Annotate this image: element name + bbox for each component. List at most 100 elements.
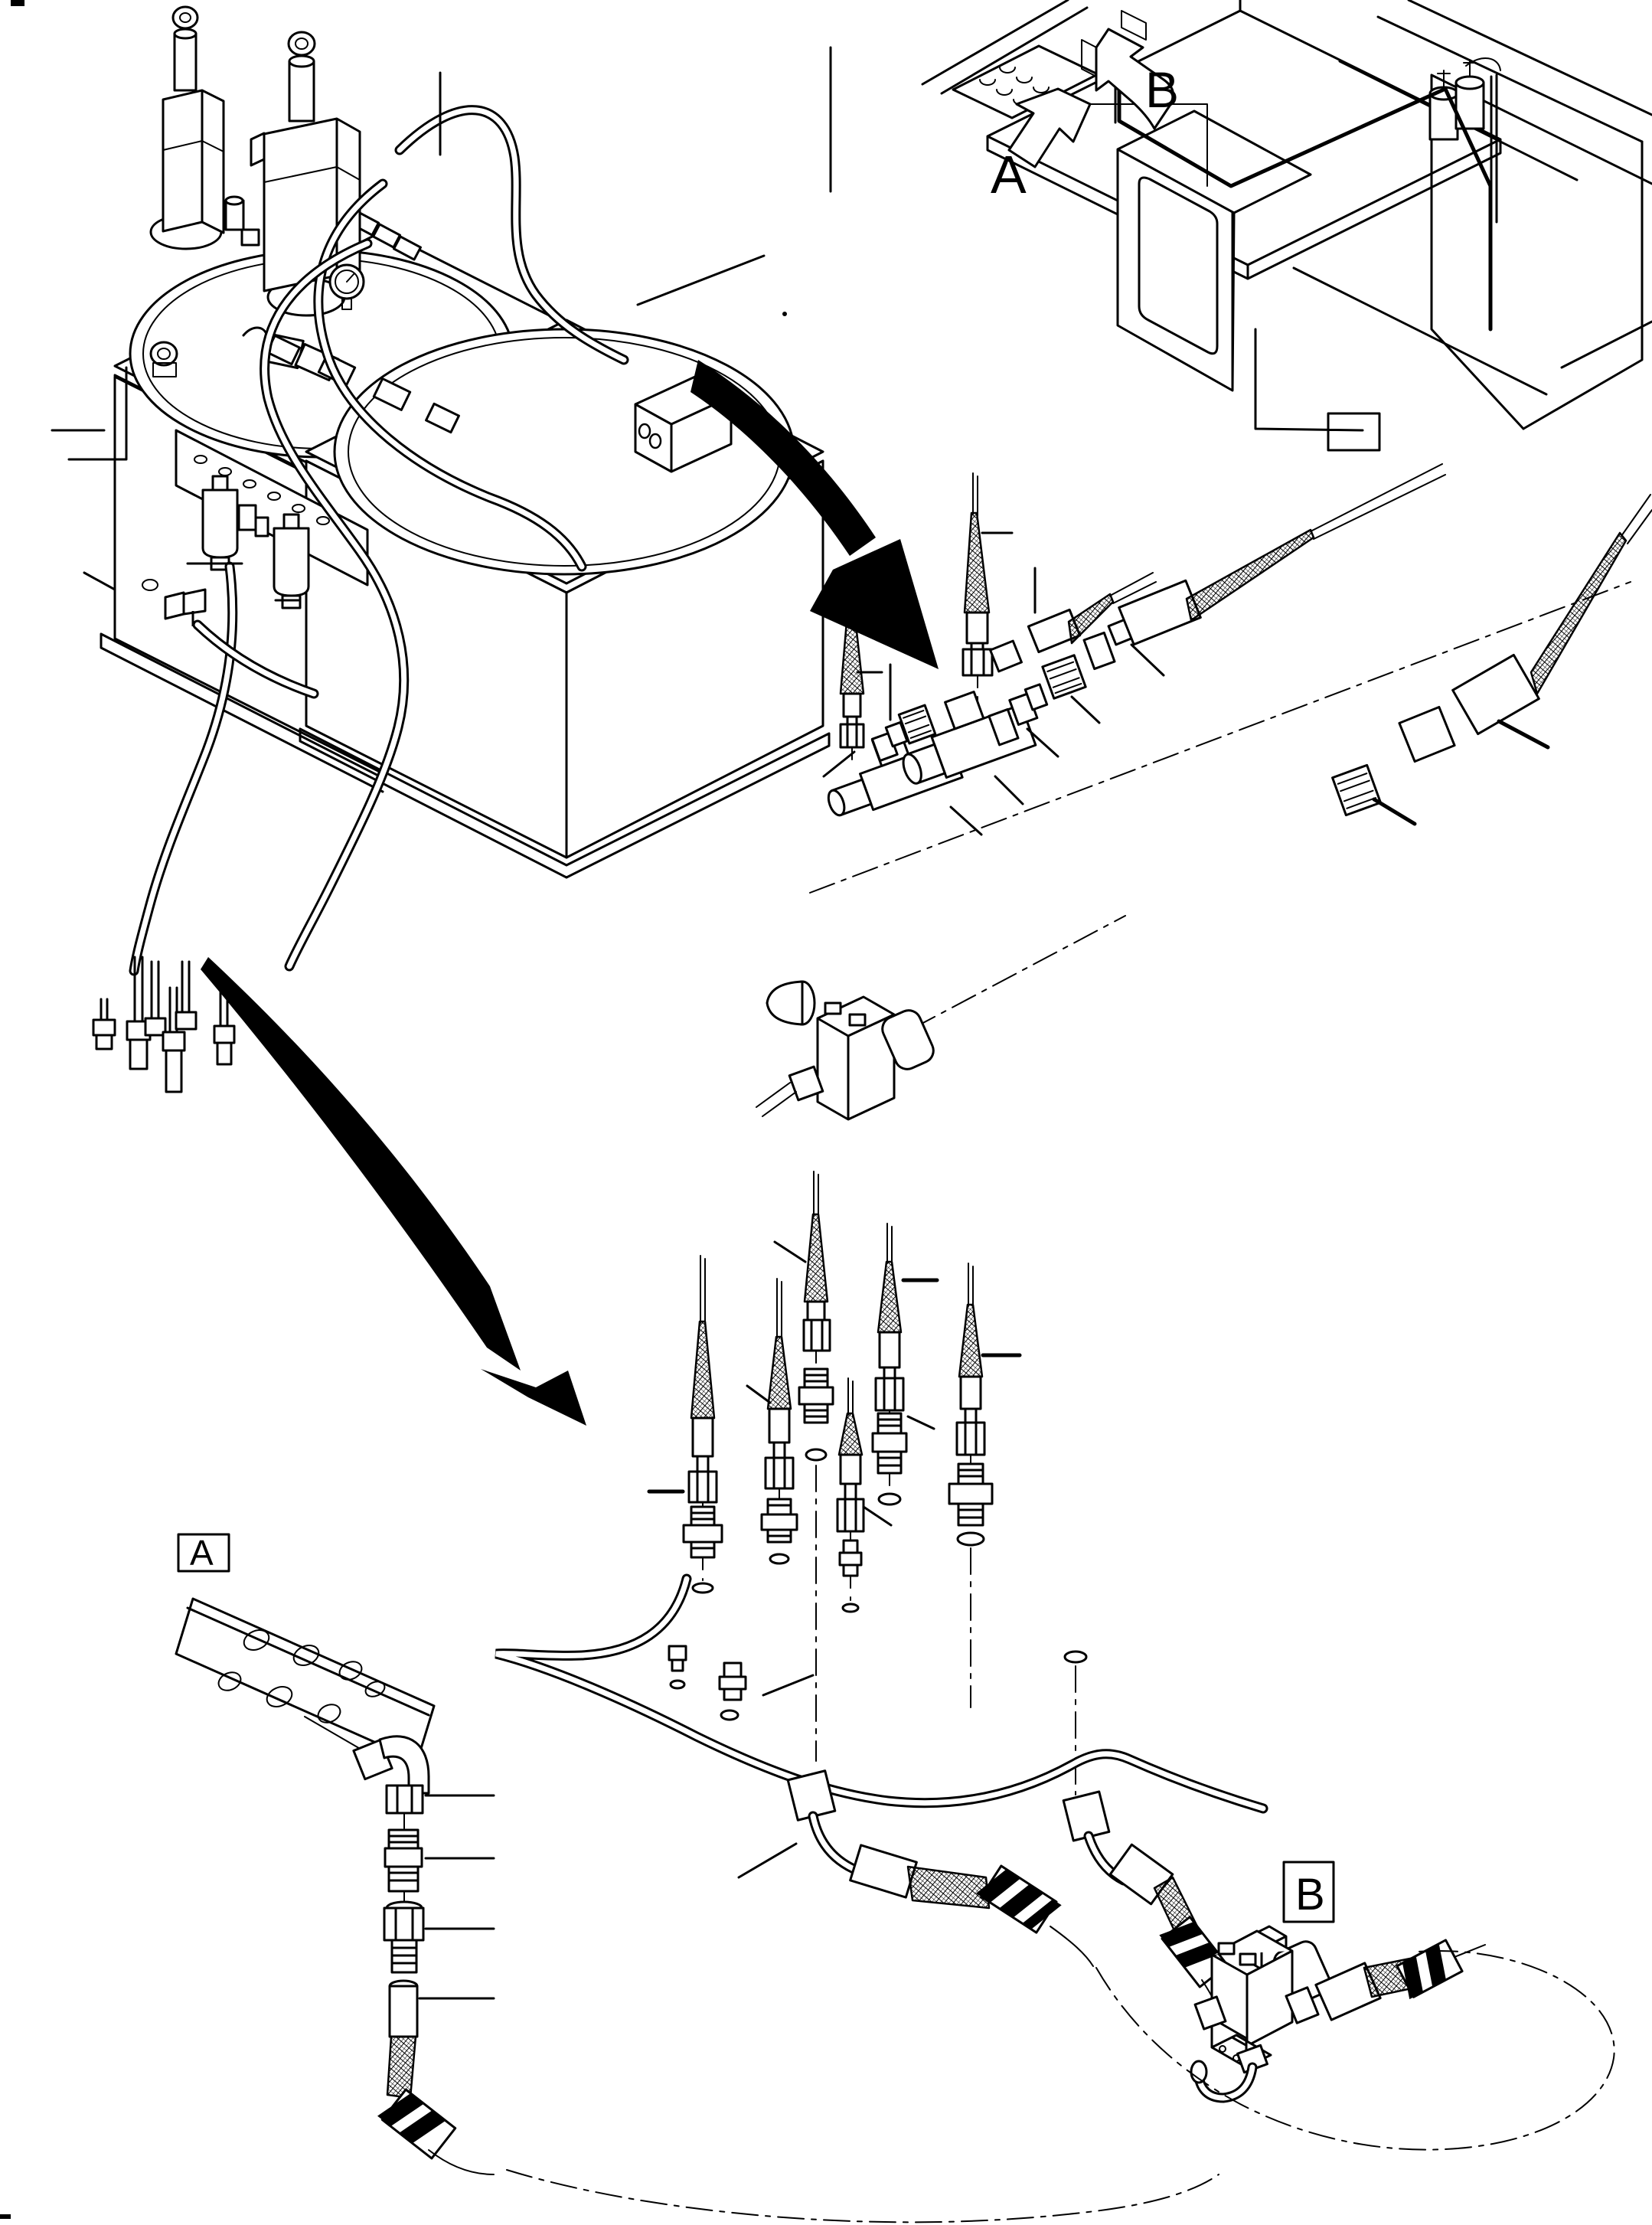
inset-cab-window	[1138, 176, 1219, 355]
a3-tip-lines	[813, 1171, 819, 1218]
valve-hose-tail	[1454, 1944, 1486, 1958]
bulkhead-3-threads	[1337, 773, 1376, 809]
inset-label-b: B	[1145, 61, 1179, 118]
tee-1-plug-face	[827, 789, 846, 817]
hose-r3-tip-lines	[1621, 494, 1652, 544]
bulkhead-union-3	[1331, 763, 1382, 817]
lifting-eye-left-hole	[179, 12, 191, 23]
crop-mark-bottom-left	[0, 2214, 11, 2219]
a3-leader	[773, 1240, 807, 1263]
nut-1	[884, 720, 909, 748]
a6-oring	[956, 1531, 985, 1547]
lifting-eye-lid	[149, 341, 178, 367]
a3-nut	[802, 1318, 831, 1352]
solenoid-coil	[881, 1009, 935, 1070]
detail-a-label: A	[190, 1533, 214, 1573]
panel-hole	[243, 1629, 270, 1651]
valve-hose-nut	[1285, 1986, 1320, 2024]
a4-sleeve	[839, 1453, 862, 1501]
location-arrow-b	[1095, 28, 1174, 130]
filter-bracket-plate	[175, 429, 369, 586]
hose-assembly-r1	[989, 567, 1157, 673]
inset-accumulators	[1428, 57, 1501, 225]
hose-r3-nut	[1398, 705, 1456, 763]
cluster-assembly-5	[871, 1223, 939, 1506]
down-hose-left-braid	[906, 1865, 991, 1910]
motor-column-left-band	[162, 140, 224, 152]
hose-r3-sleeve	[1451, 653, 1540, 736]
down-hose-right	[1062, 1790, 1229, 2025]
stripe	[975, 1869, 1021, 1903]
a1-braid	[690, 1320, 716, 1420]
flare-nut-r1	[988, 707, 1020, 747]
routing-loop	[1095, 1950, 1615, 2151]
bulkhead-1-threads	[903, 710, 932, 739]
hose-v1-sleeve	[842, 692, 862, 726]
block-cap-body	[766, 980, 804, 1026]
block-port-nut	[788, 1065, 824, 1102]
a4-tip-lines	[847, 1377, 854, 1417]
a5-braid	[877, 1260, 903, 1334]
stripe	[1022, 1899, 1062, 1929]
stripe	[1402, 1955, 1423, 2000]
valve-drain-end	[1190, 2060, 1208, 2084]
port-stem	[100, 998, 109, 1021]
lifting-eye-motor-right-hole	[295, 38, 309, 50]
panel-hole	[266, 1686, 293, 1707]
page-crop-marks	[0, 0, 24, 2219]
plug-body	[718, 1661, 747, 1701]
hose-v2-tip-lines	[972, 472, 978, 517]
hose-a-tail	[428, 2149, 495, 2175]
motor-cylinder-right	[288, 60, 315, 123]
valve-fitting-left	[240, 228, 260, 247]
stripe	[399, 2110, 446, 2144]
pressure-gauge-needle	[341, 273, 355, 310]
a4-nut	[836, 1498, 865, 1533]
a4-oring	[841, 1603, 860, 1613]
flare-nut-r2-leader	[1130, 643, 1165, 677]
unit-hoses	[129, 105, 629, 976]
a1-nut	[687, 1470, 718, 1504]
down-hose-left-tail	[1050, 1926, 1094, 1967]
bracket-hole	[243, 479, 256, 488]
cable-gland	[638, 423, 651, 439]
union-fitting	[393, 235, 422, 261]
down-hose-left	[737, 1769, 1094, 1967]
panel-hole	[338, 1661, 363, 1681]
bracket-hole	[267, 492, 281, 501]
bulkhead-port-cluster	[495, 1171, 1268, 2025]
tank-face-hole	[142, 579, 158, 591]
hydraulic-power-unit	[51, 5, 832, 976]
hose-assembly-r2	[1107, 463, 1446, 646]
a3-oring	[805, 1448, 828, 1462]
panel-hole	[364, 1681, 386, 1697]
a2-tip-lines	[776, 1278, 782, 1341]
filter-line-fitting	[237, 504, 269, 537]
lifting-eye-lid-base	[152, 362, 177, 377]
machine-location-inset: A B	[921, 0, 1652, 452]
a2-nut	[764, 1456, 795, 1490]
hose-r2-braid	[1185, 528, 1315, 622]
elbow-swivel-nut	[385, 1784, 424, 1815]
a4-leader	[862, 1505, 893, 1527]
a2-bulkhead	[760, 1498, 798, 1544]
port-body	[213, 1024, 236, 1066]
valve-top-plugs	[1217, 1942, 1257, 1966]
stripe	[1175, 1942, 1219, 1968]
a3-sleeve	[806, 1300, 826, 1322]
return-filter-2	[273, 513, 310, 609]
hose-a-braid	[386, 2035, 417, 2099]
down-hose-left-bend	[810, 1813, 862, 1874]
stripe	[999, 1884, 1044, 1918]
panel-hole	[217, 1671, 242, 1691]
hose-r1-tip-lines	[1109, 572, 1157, 604]
lifting-eye-left	[171, 5, 199, 30]
elbow-body	[378, 1735, 430, 1795]
a6-sleeve	[959, 1375, 982, 1424]
plug-2-leader	[1026, 727, 1059, 758]
cluster-assembly-1	[647, 1255, 723, 1594]
cluster-assembly-3	[773, 1171, 834, 1762]
port-fitting	[175, 960, 198, 1031]
panel-edges	[175, 1597, 436, 1763]
hose-top-arc	[397, 107, 627, 363]
